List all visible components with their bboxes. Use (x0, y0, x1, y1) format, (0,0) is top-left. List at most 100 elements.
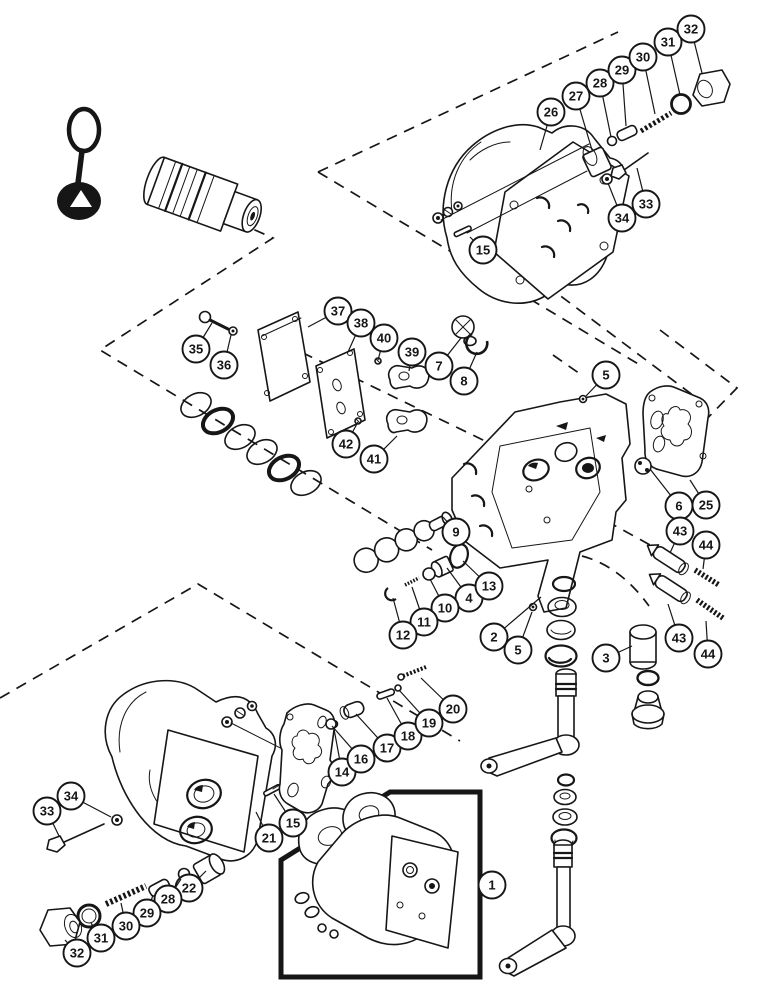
svg-text:42: 42 (339, 437, 353, 452)
svg-text:32: 32 (70, 946, 84, 961)
callout-39: 39 (397, 337, 427, 372)
callout-34: 34 (56, 781, 112, 818)
callout-43: 43 (665, 516, 695, 554)
svg-text:29: 29 (140, 906, 154, 921)
svg-text:30: 30 (119, 919, 133, 934)
callout-30: 30 (111, 902, 141, 941)
svg-text:28: 28 (161, 892, 175, 907)
callout-18: 18 (386, 697, 423, 751)
callout-37: 37 (307, 296, 353, 328)
side-gasket (642, 385, 710, 478)
svg-text:25: 25 (699, 498, 713, 513)
callout-26: 26 (536, 97, 566, 151)
svg-text:35: 35 (189, 342, 203, 357)
callout-31: 31 (86, 922, 116, 953)
svg-text:7: 7 (435, 359, 442, 374)
callout-42: 42 (331, 421, 361, 459)
svg-text:27: 27 (569, 89, 583, 104)
callout-21: 21 (254, 811, 284, 853)
callout-13: 13 (462, 560, 504, 601)
svg-text:20: 20 (446, 702, 460, 717)
callout-30: 30 (628, 42, 658, 115)
assembled-valve-unit (294, 792, 459, 949)
seal-ring-stack (544, 575, 578, 668)
callout-33: 33 (631, 167, 661, 219)
svg-text:19: 19 (422, 716, 436, 731)
callout-28: 28 (585, 68, 615, 138)
callout-22: 22 (174, 870, 207, 903)
svg-text:8: 8 (460, 374, 467, 389)
relief-valve-parts-top (582, 69, 731, 185)
svg-text:33: 33 (40, 804, 54, 819)
svg-text:40: 40 (377, 331, 391, 346)
svg-text:21: 21 (262, 831, 276, 846)
callout-32: 32 (676, 14, 706, 74)
callout-11: 11 (409, 586, 439, 637)
svg-text:6: 6 (675, 499, 682, 514)
callout-15: 15 (468, 235, 498, 265)
svg-text:36: 36 (217, 358, 231, 373)
svg-text:44: 44 (699, 538, 714, 553)
svg-text:12: 12 (396, 628, 410, 643)
callout-5: 5 (585, 360, 621, 397)
svg-text:1: 1 (488, 878, 495, 893)
spool-lever-upper (480, 668, 580, 848)
callout-25: 25 (689, 479, 721, 520)
callout-8: 8 (449, 351, 479, 396)
callout-41: 41 (359, 435, 398, 474)
svg-text:13: 13 (482, 579, 496, 594)
svg-text:22: 22 (182, 881, 196, 896)
callout-32: 32 (62, 938, 92, 968)
svg-text:14: 14 (335, 765, 350, 780)
svg-text:43: 43 (672, 631, 686, 646)
callout-43: 43 (664, 603, 694, 653)
svg-text:2: 2 (490, 630, 497, 645)
svg-text:9: 9 (452, 525, 459, 540)
callout-34: 34 (607, 182, 637, 233)
callout-2: 2 (479, 596, 542, 652)
lower-gasket (278, 703, 339, 814)
callout-10: 10 (429, 578, 460, 623)
callout-16: 16 (331, 725, 376, 774)
cover-plates-group (180, 310, 430, 497)
svg-text:5: 5 (514, 643, 521, 658)
svg-text:38: 38 (354, 316, 368, 331)
detent-parts (325, 665, 427, 730)
svg-text:17: 17 (380, 741, 394, 756)
callout-7: 7 (424, 337, 462, 381)
svg-text:28: 28 (593, 76, 607, 91)
callout-40: 40 (369, 323, 399, 361)
callout-38: 38 (346, 308, 376, 353)
spool-lever-lower (498, 839, 576, 977)
assembled-valve-box (278, 789, 483, 980)
callout-44: 44 (691, 530, 721, 570)
callout-15: 15 (273, 793, 308, 838)
svg-text:16: 16 (354, 752, 368, 767)
svg-text:29: 29 (615, 63, 629, 78)
svg-text:15: 15 (286, 816, 300, 831)
svg-text:15: 15 (476, 243, 490, 258)
quick-coupler (143, 156, 262, 233)
svg-text:5: 5 (602, 368, 609, 383)
svg-text:44: 44 (701, 647, 716, 662)
callout-3: 3 (591, 643, 633, 673)
callout-31: 31 (653, 27, 683, 96)
svg-text:39: 39 (405, 345, 419, 360)
callout-layer: 1234556789101112131415151617181920212225… (32, 14, 723, 968)
svg-text:31: 31 (94, 931, 108, 946)
svg-text:41: 41 (367, 452, 381, 467)
svg-text:37: 37 (331, 304, 345, 319)
spool-group (353, 511, 469, 602)
svg-text:3: 3 (602, 651, 609, 666)
svg-text:32: 32 (684, 22, 698, 37)
dust-cap-plug (57, 106, 102, 220)
svg-text:31: 31 (661, 35, 675, 50)
lower-valve-body (104, 679, 323, 862)
callout-36: 36 (209, 334, 239, 380)
svg-text:26: 26 (544, 105, 558, 120)
callout-33: 33 (32, 796, 62, 837)
cylinder-and-cap (629, 624, 665, 730)
callout-29: 29 (607, 55, 637, 127)
